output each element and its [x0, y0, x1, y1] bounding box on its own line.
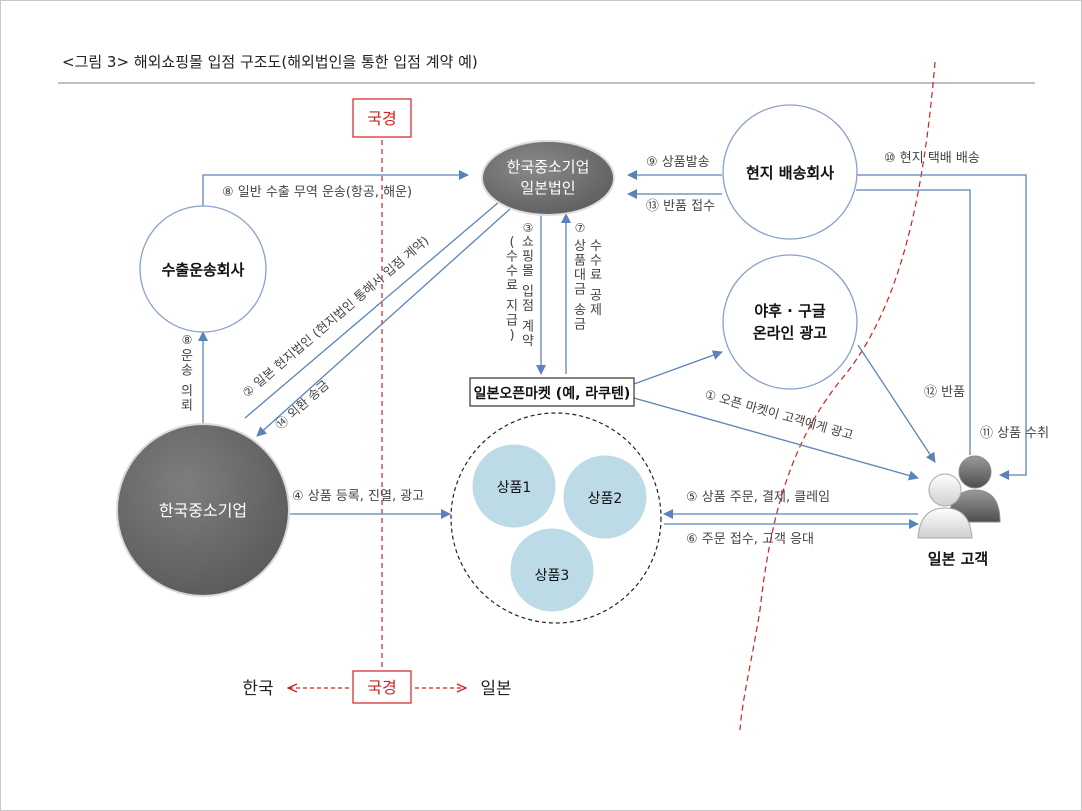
edge-remittance-14 [256, 199, 521, 437]
product-2-label: 상품2 [588, 491, 623, 507]
edge-label-9: ⑨ 상품발송 [646, 155, 710, 170]
delivery-label: 현지 배송회사 [746, 164, 834, 182]
sme-label: 한국중소기업 [159, 501, 247, 520]
edge-market-to-ad [633, 350, 723, 385]
border-label-top: 국경 [367, 109, 396, 128]
edge-label-8-top: ⑧ 일반 수출 무역 운송(항공, 해운) [222, 185, 412, 200]
export-shipping-node [139, 205, 267, 333]
edge-label-4: ④ 상품 등록, 진열, 광고 [292, 489, 424, 504]
border-label-bottom: 국경 [367, 678, 396, 697]
border-label-box-bottom [352, 670, 412, 704]
edge-receipt-11 [856, 189, 971, 455]
edge-label-2: ② 일본 현지법인 (현지법인 통해서 입점 계약) [239, 233, 431, 400]
subsidiary-node [481, 140, 615, 216]
product-3-node [509, 527, 595, 613]
edge-label-1: ① 오픈 마켓이 고객에게 광고 [703, 386, 855, 442]
edge-label-11: ⑪ 상품 수취 [980, 426, 1049, 441]
edge-label-5: ⑤ 상품 주문, 결제, 클레임 [686, 490, 830, 505]
subsidiary-label-line2: 일본법인 [520, 179, 575, 197]
ad-label-line2: 온라인 광고 [753, 324, 827, 342]
edge-advertise-1 [633, 397, 919, 481]
ad-node [722, 254, 858, 390]
korea-label: 한국 [242, 679, 273, 699]
japan-boundary-curve [739, 61, 936, 731]
product-2-node [562, 454, 648, 540]
edge-label-7-num: ⑦ [575, 221, 586, 235]
edge-label-6: ⑥ 주문 접수, 고객 응대 [686, 532, 814, 547]
delivery-node [722, 104, 858, 240]
edge-label-10: ⑩ 현지 택배 배송 [884, 151, 980, 166]
edge-label-8-left-num: ⑧ [182, 333, 193, 347]
figure-caption: <그림 3> 해외쇼핑몰 입점 구조도(해외법인을 통한 입점 계약 예) [62, 53, 478, 71]
market-label: 일본오픈마켓 (예, 라쿠텐) [474, 385, 631, 402]
ad-label-line1: 야후 · 구글 [754, 302, 826, 320]
edge-label-12: ⑫ 반품 [924, 385, 965, 400]
sme-node [116, 423, 290, 597]
japan-label: 일본 [480, 679, 511, 699]
product-3-label: 상품3 [535, 568, 570, 584]
border-label-box-top [352, 98, 412, 138]
edge-label-13: ⑬ 반품 접수 [646, 199, 715, 214]
edge-return-12 [857, 344, 936, 463]
edge-label-3-num: ③ [523, 221, 534, 235]
edge-local-delivery-10 [856, 174, 1027, 480]
edge-label-14: ⑭ 외환 송금 [272, 377, 332, 432]
product-1-node [471, 443, 557, 529]
export-shipping-label: 수출운송회사 [162, 261, 245, 279]
customer-label: 일본 고객 [928, 550, 988, 568]
market-node [469, 377, 635, 407]
edge-sme-to-subsidiary-2 [244, 195, 507, 419]
edge-export-to-subsidiary [202, 170, 469, 207]
subsidiary-label-line1: 한국중소기업 [507, 158, 590, 176]
people-icon [917, 455, 1001, 539]
product-1-label: 상품1 [497, 480, 532, 496]
